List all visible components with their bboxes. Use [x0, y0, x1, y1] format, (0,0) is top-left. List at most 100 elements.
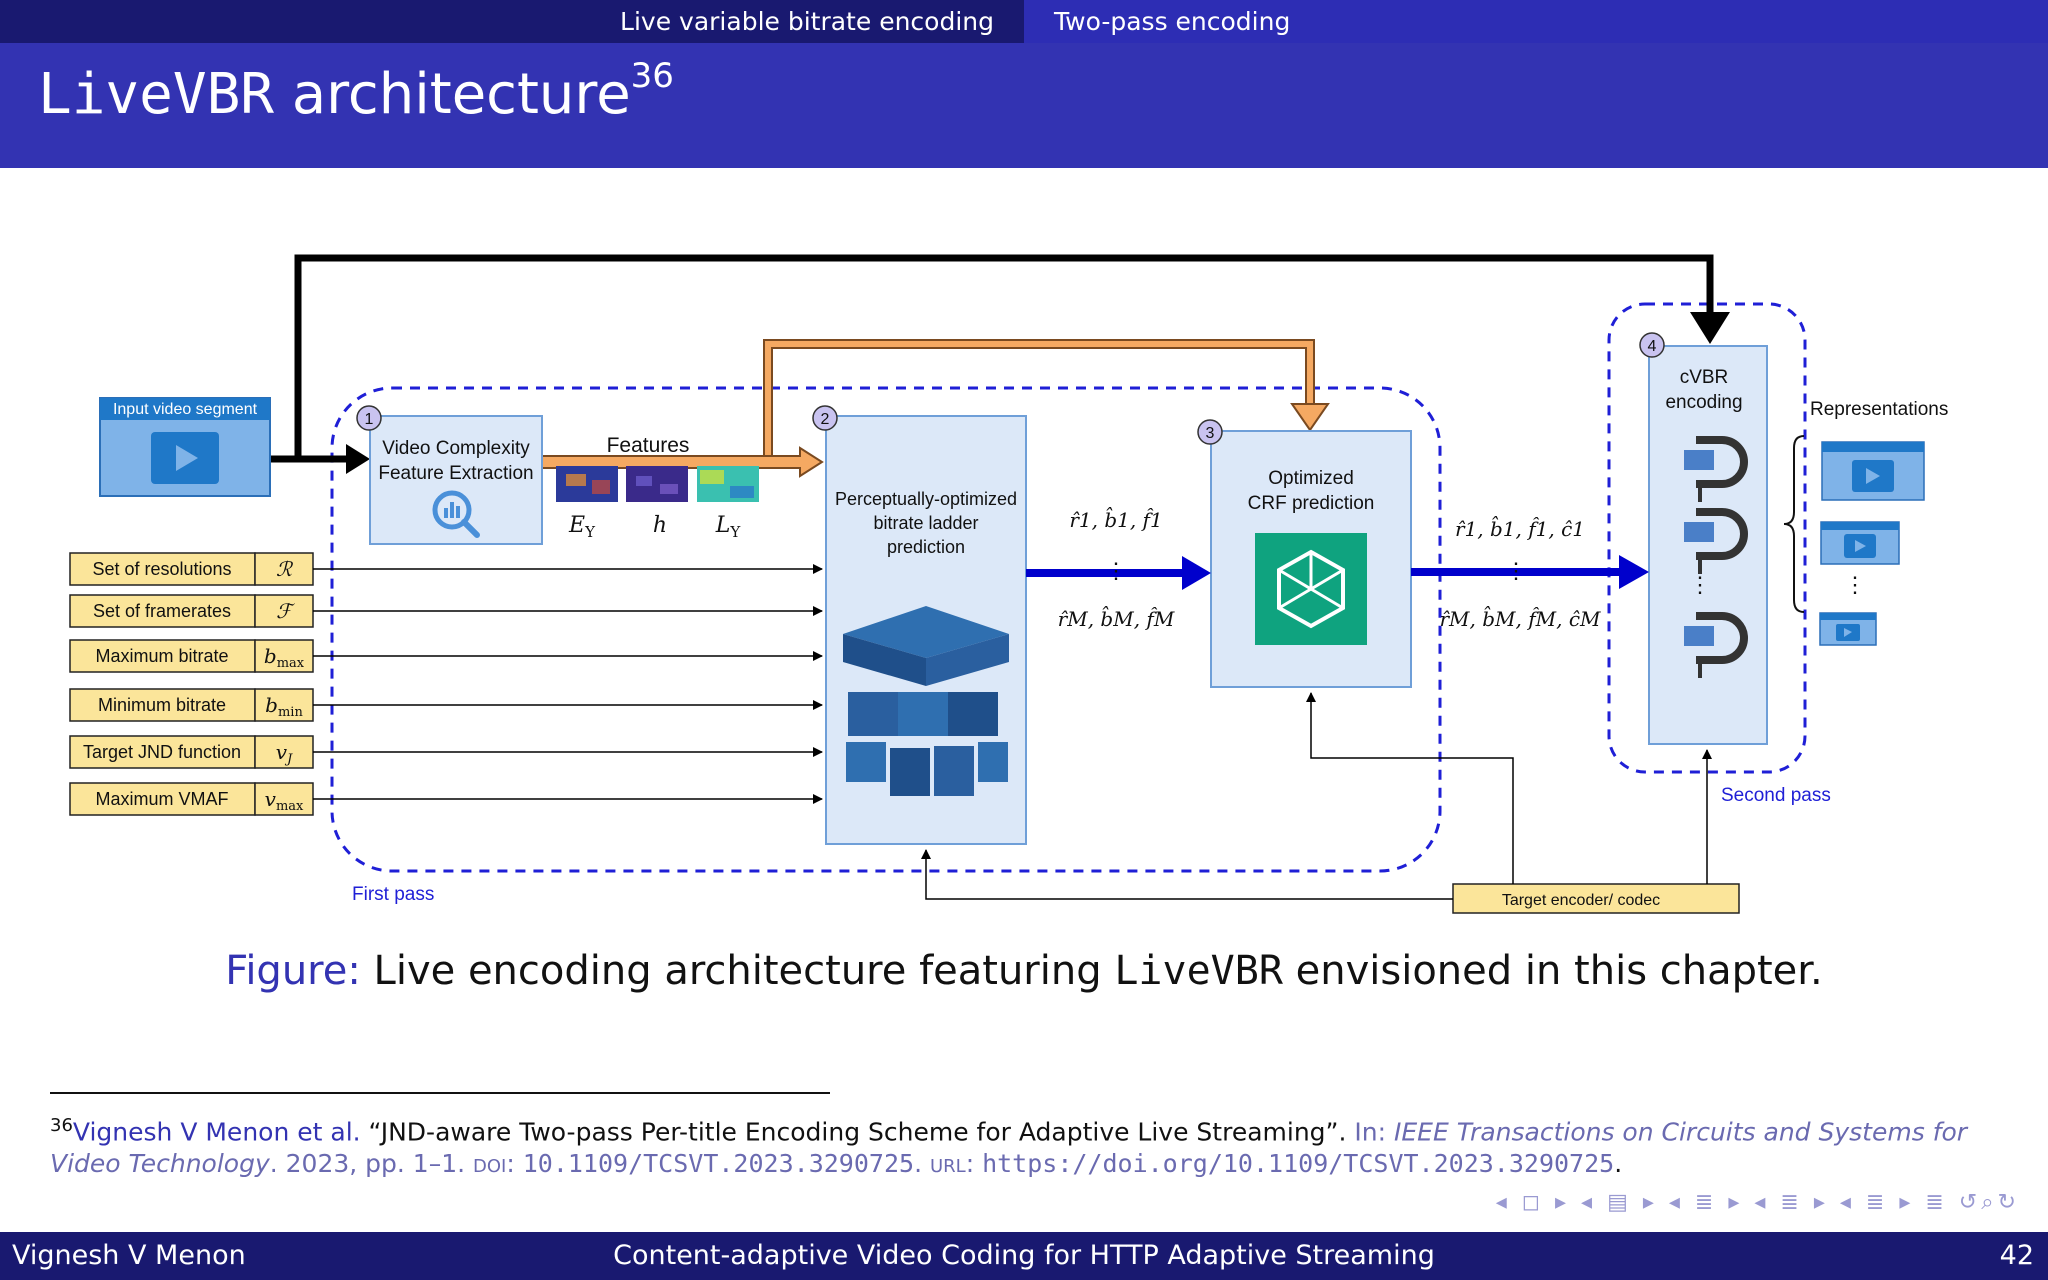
features-to-box3-path-fill [765, 341, 1313, 455]
input-video-segment: Input video segment [99, 397, 271, 497]
representation-medium [1820, 521, 1900, 565]
footer-bar: Content-adaptive Video Coding for HTTP A… [0, 1232, 2048, 1280]
title-bar [0, 43, 2048, 168]
input-to-encoder-path [294, 254, 1714, 457]
box2-line2: bitrate ladder [873, 513, 978, 533]
representations-brace [1783, 435, 1805, 613]
box1-line2: Feature Extraction [378, 463, 533, 484]
footnote-number: 36 [50, 1115, 73, 1136]
encoder-clamp-icon [1684, 436, 1748, 502]
step-number-1: 1 [365, 411, 374, 428]
caption-text-b: envisioned in this chapter. [1282, 948, 1823, 994]
footnote-doi-label: DOI [473, 1156, 507, 1178]
mid-output-dots: ⋮ [1105, 558, 1127, 583]
arrowhead-box3 [1182, 556, 1211, 590]
right-output-last: r̂M, b̂M, f̂M, ĉM [1439, 605, 1601, 631]
param-symbol-1: ℱ [276, 599, 295, 623]
title-footnote-ref[interactable]: 36 [630, 56, 674, 97]
slide-title: LiveVBR architecture36 [38, 56, 674, 127]
magnifier-chart-icon [432, 490, 480, 538]
footnote-title: “JND-aware Two-pass Per-title Encoding S… [360, 1117, 1347, 1147]
param-label-5: Maximum VMAF [95, 789, 228, 809]
param-target-jnd: Target JND function vJ [69, 735, 823, 769]
step-number-4: 4 [1648, 338, 1657, 355]
box3-line2: CRF prediction [1248, 493, 1375, 514]
footnote-rule [50, 1092, 830, 1094]
architecture-diagram: Input video segment 1 Video Complexity F… [69, 254, 1948, 914]
footnote-year-pages: . 2023, pp. 1–1. [269, 1149, 473, 1179]
feature-h-label: h [653, 513, 667, 538]
nav-section-live-vbr[interactable]: Live variable bitrate encoding [0, 0, 1024, 43]
param-label-0: Set of resolutions [92, 559, 231, 579]
feature-ly-label: LY [715, 513, 742, 541]
title-code-name: LiveVBR [38, 62, 275, 127]
caption-code: LiveVBR [1114, 948, 1283, 994]
arrowhead-to-box1 [346, 444, 370, 474]
first-pass-label: First pass [352, 884, 434, 905]
representation-small [1819, 612, 1877, 646]
feature-ey-label: EY [568, 513, 596, 541]
box2-line3: prediction [887, 537, 965, 557]
encoder-to-box3-line [1306, 692, 1514, 884]
encoder-to-box2-line [921, 849, 1453, 900]
footnote: 36Vignesh V Menon et al. “JND-aware Two-… [50, 1115, 1968, 1179]
arrowhead-to-encoder [1690, 312, 1730, 344]
video-complexity-box: 1 Video Complexity Feature Extraction [356, 405, 543, 545]
box4-line2: encoding [1665, 392, 1742, 413]
arrowhead-box4 [1619, 555, 1649, 589]
footer-talk-title: Content-adaptive Video Coding for HTTP A… [613, 1240, 1435, 1271]
top-navigation-bar: Live variable bitrate encoding Two-pass … [0, 0, 2048, 43]
param-max-vmaf: Maximum VMAF vmax [69, 782, 823, 816]
representation-large [1821, 441, 1925, 501]
first-pass-region [330, 386, 1442, 873]
feature-map-h [626, 466, 688, 502]
encoder-ellipsis: ⋮ [1689, 572, 1711, 597]
footer-page-number: 42 [1999, 1240, 2034, 1271]
param-symbol-5: vmax [265, 787, 304, 814]
box3-line1: Optimized [1268, 468, 1354, 489]
footnote-url[interactable]: https://doi.org/10.1109/TCSVT.2023.32907… [982, 1149, 1615, 1179]
parameter-list: Set of resolutions ℛ Set of framerates ℱ… [69, 552, 823, 816]
arrowhead-to-box3 [1290, 403, 1330, 432]
target-encoder-label: Target encoder/ codec [1502, 892, 1660, 909]
cube-stack-icon [843, 606, 1009, 796]
cvbr-encoding-box: 4 cVBR encoding ⋮ [1639, 332, 1768, 745]
footnote-url-label: URL [929, 1156, 966, 1178]
title-text: architecture [274, 62, 631, 127]
footnote-journal: IEEE Transactions on Circuits and System… [50, 1117, 1968, 1179]
param-symbol-4: vJ [276, 740, 293, 767]
second-pass-label: Second pass [1721, 785, 1831, 806]
play-icon [176, 445, 198, 471]
target-encoder-box [1452, 883, 1740, 914]
beamer-navigation-icons[interactable]: ◂ ◻ ▸ ◂ ▤ ▸ ◂ ≣ ▸ ◂ ≣ ▸ ◂ ≣ ▸ ≣ ↺⌕↻ [1495, 1190, 2020, 1215]
features-label: Features [607, 434, 690, 457]
step-number-2: 2 [821, 411, 830, 428]
param-max-bitrate: Maximum bitrate bmax [69, 639, 823, 673]
param-framerates: Set of framerates ℱ [69, 594, 823, 628]
param-min-bitrate: Minimum bitrate bmin [69, 688, 823, 722]
input-video-label: Input video segment [113, 401, 258, 418]
encoder-clamp-icon-3 [1684, 612, 1748, 678]
param-label-1: Set of framerates [93, 601, 231, 621]
bitrate-ladder-box: 2 Perceptually-optimized bitrate ladder … [812, 405, 1027, 845]
nav-section-two-pass[interactable]: Two-pass encoding [1024, 0, 2048, 43]
crf-prediction-box: 3 Optimized CRF prediction [1197, 419, 1412, 688]
step-number-3: 3 [1206, 425, 1215, 442]
param-symbol-2: bmax [264, 644, 305, 671]
mid-output-first: r̂1, b̂1, f̂1 [1069, 506, 1162, 532]
encoder-clamp-icon-2 [1684, 508, 1748, 574]
figure-label: Figure: [225, 948, 361, 994]
param-label-3: Minimum bitrate [98, 695, 226, 715]
box2-line1: Perceptually-optimized [835, 489, 1017, 509]
footnote-doi[interactable]: 10.1109/TCSVT.2023.3290725 [522, 1149, 915, 1179]
right-output-dots: ⋮ [1505, 558, 1527, 583]
param-label-2: Maximum bitrate [95, 646, 228, 666]
param-symbol-3: bmin [265, 693, 303, 720]
footnote-authors[interactable]: Vignesh V Menon et al. [72, 1117, 361, 1147]
caption-text-a: Live encoding architecture featuring [360, 948, 1115, 994]
representation-dots: ⋮ [1844, 572, 1866, 597]
footnote-in: In: [1346, 1117, 1394, 1147]
mid-output-last: r̂M, b̂M, f̂M [1058, 605, 1175, 631]
param-resolutions: Set of resolutions ℛ [69, 552, 823, 586]
representations-label: Representations [1810, 399, 1948, 420]
